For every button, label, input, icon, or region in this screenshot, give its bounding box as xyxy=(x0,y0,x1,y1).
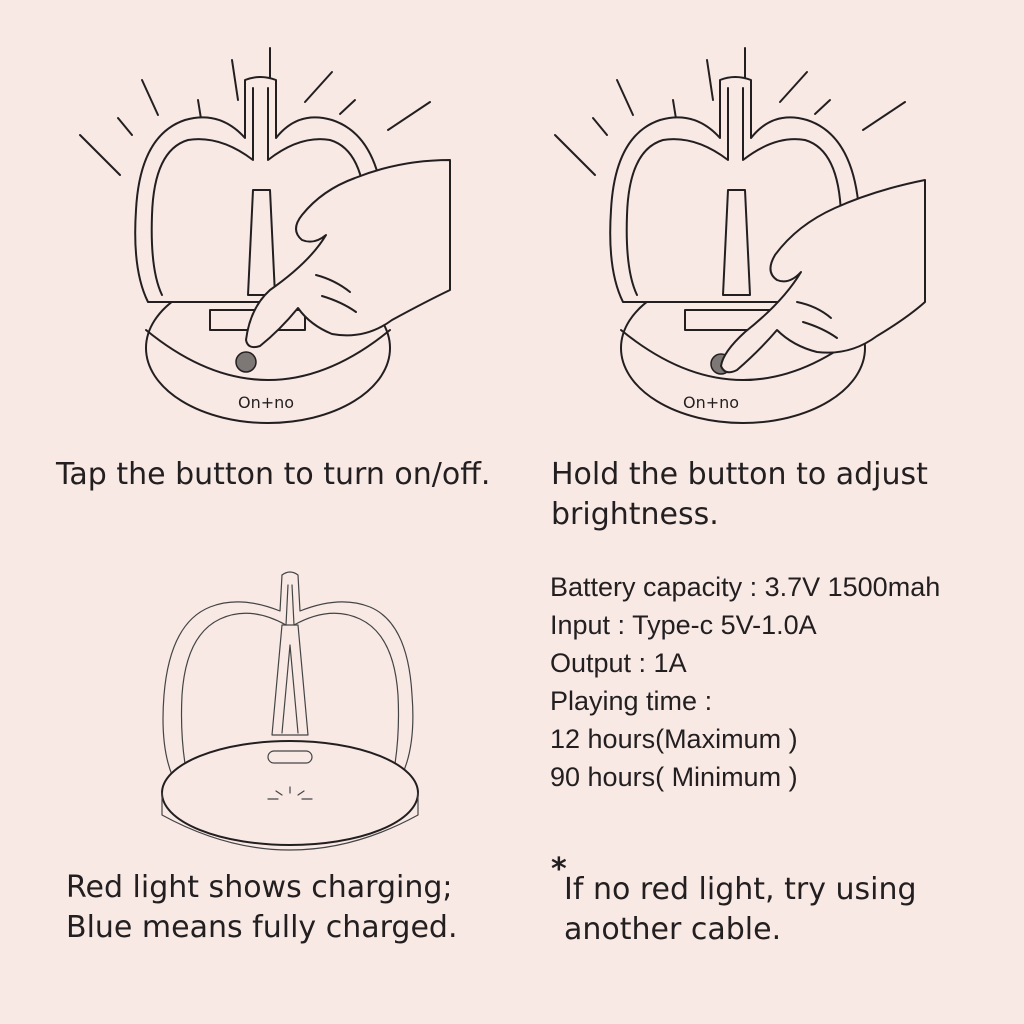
usb-c-port-icon xyxy=(267,750,313,764)
device-label: On+no xyxy=(683,393,739,412)
light-rays xyxy=(554,47,906,176)
spec-max-hours: 12 hours(Maximum ) xyxy=(550,724,798,754)
note-asterisk: * xyxy=(551,852,567,887)
lamp-charging-illustration xyxy=(161,571,419,851)
tap-caption: Tap the button to turn on/off. xyxy=(56,457,491,492)
spec-min-hours: 90 hours( Minimum ) xyxy=(550,762,798,792)
charge-caption: Red light shows charging; Blue means ful… xyxy=(66,870,458,945)
power-button xyxy=(235,351,257,373)
lamp-hold-illustration: On+no xyxy=(554,47,926,424)
lamp-tap-illustration: On+no xyxy=(79,47,451,424)
spec-battery: Battery capacity : 3.7V 1500mah xyxy=(550,572,941,602)
light-indicator-icon xyxy=(267,786,313,800)
note-caption: If no red light, try using another cable… xyxy=(564,872,917,947)
spec-input: Input : Type-c 5V-1.0A xyxy=(550,610,817,640)
spec-list: Battery capacity : 3.7V 1500mah Input : … xyxy=(550,568,940,796)
hold-caption: Hold the button to adjust brightness. xyxy=(551,457,928,532)
spec-playing-time: Playing time : xyxy=(550,686,713,716)
spec-output: Output : 1A xyxy=(550,648,687,678)
hand-icon xyxy=(245,159,451,349)
hand-icon xyxy=(720,179,926,374)
light-rays xyxy=(79,47,431,176)
device-label: On+no xyxy=(238,393,294,412)
